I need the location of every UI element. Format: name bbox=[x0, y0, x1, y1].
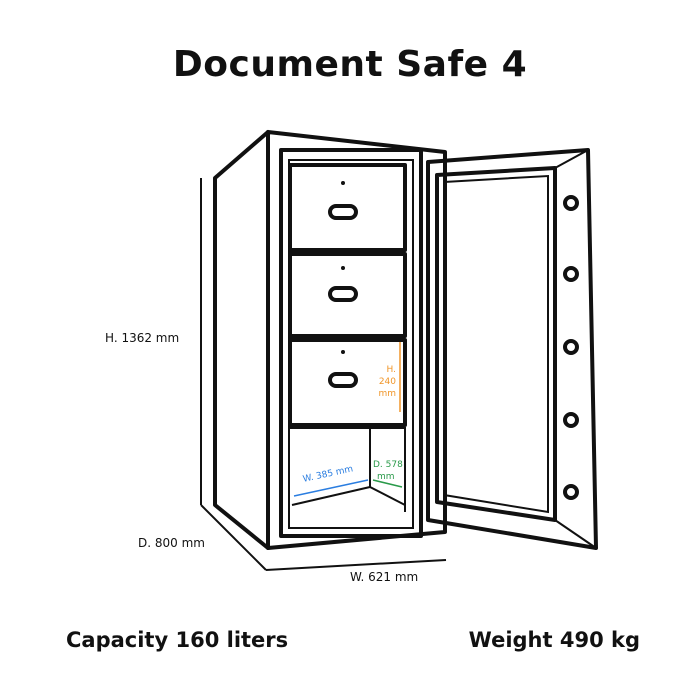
drawer-3 bbox=[288, 338, 407, 427]
inner-depth-line bbox=[372, 479, 403, 488]
lower-compartment bbox=[290, 427, 406, 512]
width-label: W. 621 mm bbox=[350, 570, 419, 584]
safe-front-frame bbox=[266, 130, 447, 550]
drawer-height-label: H. 240 mm bbox=[368, 364, 396, 400]
door-bolts bbox=[563, 195, 579, 500]
width-dimension-line bbox=[265, 559, 447, 571]
safe-inner-frame bbox=[279, 148, 423, 538]
weight-label: Weight 490 kg bbox=[468, 628, 640, 652]
inner-depth-label: D. 578 mm bbox=[373, 459, 403, 483]
page-title: Document Safe 4 bbox=[172, 44, 528, 85]
height-label: H. 1362 mm bbox=[105, 331, 180, 345]
capacity-label: Capacity 160 liters bbox=[66, 628, 289, 652]
inner-depth-value: D. 578 bbox=[373, 460, 403, 470]
inner-depth-unit: mm bbox=[377, 472, 395, 482]
depth-dimension-line bbox=[200, 504, 267, 571]
drawer-1 bbox=[288, 163, 407, 252]
inner-width-line bbox=[293, 479, 369, 497]
drawer-height-value: H. 240 bbox=[378, 365, 396, 387]
depth-label: D. 800 mm bbox=[138, 536, 205, 550]
safe-door bbox=[426, 148, 598, 550]
drawer-2 bbox=[288, 252, 407, 338]
safe-side-panel bbox=[213, 130, 270, 550]
drawer-height-unit: mm bbox=[378, 389, 396, 399]
